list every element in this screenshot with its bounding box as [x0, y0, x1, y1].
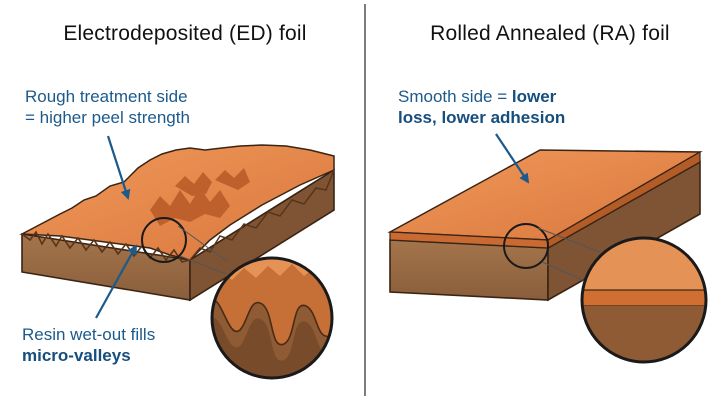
ed-connector-line: [179, 255, 227, 275]
ra-zoom-copper-band: [582, 289, 706, 307]
ra-substrate-front: [389, 239, 549, 301]
ed-foil-block: [19, 144, 335, 302]
ed-resin-arrow: [95, 244, 137, 319]
ed-roughness-texture: [150, 168, 250, 226]
ed-inspection-circle: [141, 217, 187, 263]
ed-zoom-view: [210, 256, 334, 380]
panel-divider: [364, 4, 366, 396]
ed-rough-arrow: [106, 135, 131, 200]
ra-smooth-callout-line2: loss, lower adhesion: [398, 108, 566, 127]
ed-resin-callout-line2: micro-valleys: [22, 346, 131, 365]
ra-zoom-view: [580, 236, 708, 364]
ra-connector-line: [537, 227, 601, 253]
ed-rough-side-edge: [189, 169, 335, 261]
ra-foil-block: [387, 149, 703, 302]
ra-foil-title: Rolled Annealed (RA) foil: [430, 22, 670, 45]
ed-rough-front-edge: [21, 230, 191, 263]
ed-connector-line: [177, 225, 229, 263]
ra-inspection-circle: [503, 223, 549, 269]
ra-smooth-arrow: [495, 133, 530, 184]
ed-resin-callout: Resin wet-out fills micro-valleys: [22, 324, 155, 366]
ra-smooth-callout-line1: Smooth side = lower: [398, 86, 565, 107]
ed-rough-callout-line2: = higher peel strength: [25, 108, 190, 127]
ra-smooth-callout: Smooth side = lower loss, lower adhesion: [398, 86, 565, 128]
ed-rough-callout-line1: Rough treatment side: [25, 87, 188, 106]
ra-smooth-callout-regular: Smooth side =: [398, 87, 512, 106]
ed-rough-callout: Rough treatment side = higher peel stren…: [25, 86, 190, 128]
ed-foil-title: Electrodeposited (ED) foil: [63, 22, 307, 45]
ra-smooth-callout-bold: lower: [511, 87, 557, 106]
ed-resin-callout-line1: Resin wet-out fills: [22, 325, 156, 344]
